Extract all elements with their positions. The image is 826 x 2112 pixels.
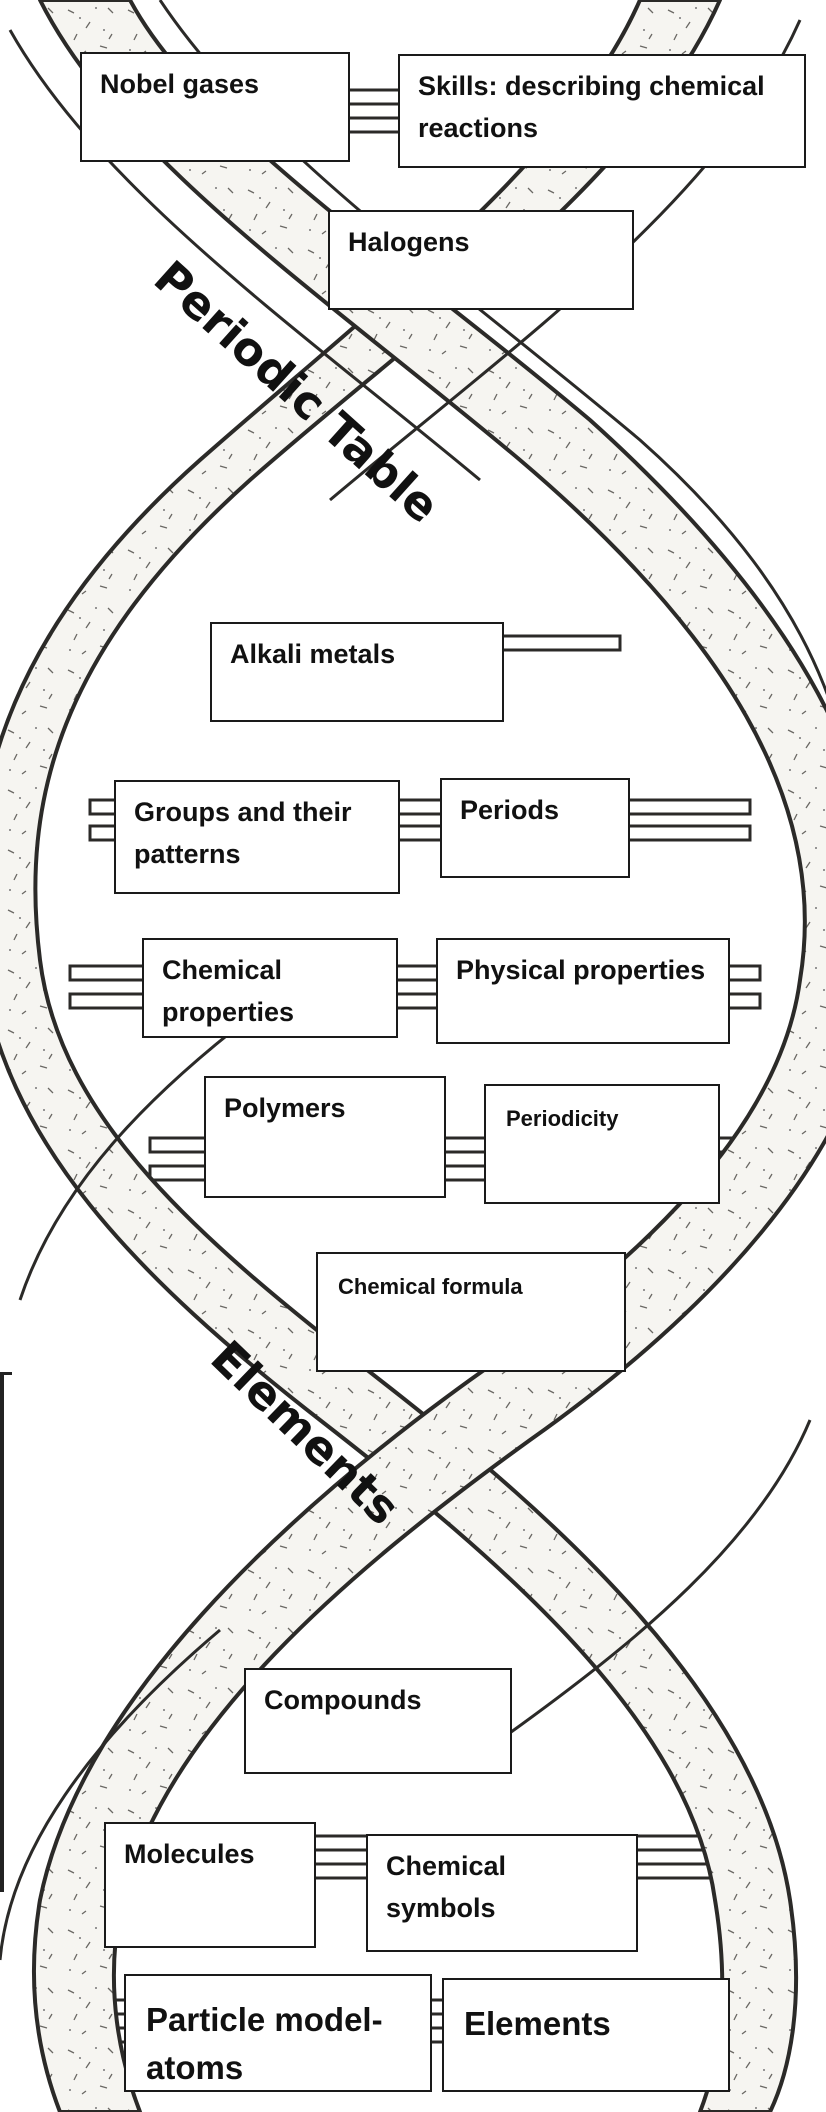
box-skills-describing-chemical-reactions: Skills: describing chemical reactions <box>398 54 806 168</box>
box-nobel-gases: Nobel gases <box>80 52 350 162</box>
box-chemical-properties: Chemical properties <box>142 938 398 1038</box>
box-molecules: Molecules <box>104 1822 316 1948</box>
box-periods: Periods <box>440 778 630 878</box>
box-physical-properties: Physical properties <box>436 938 730 1044</box>
box-periodicity: Periodicity <box>484 1084 720 1204</box>
box-groups-and-their-patterns: Groups and their patterns <box>114 780 400 894</box>
box-particle-model-atoms: Particle model- atoms <box>124 1974 432 2092</box>
box-chemical-symbols: Chemical symbols <box>366 1834 638 1952</box>
box-compounds: Compounds <box>244 1668 512 1774</box>
box-polymers: Polymers <box>204 1076 446 1198</box>
box-halogens: Halogens <box>328 210 634 310</box>
box-elements: Elements <box>442 1978 730 2092</box>
box-alkali-metals: Alkali metals <box>210 622 504 722</box>
left-edge-line <box>0 1372 4 1892</box>
left-edge-tick <box>0 1372 12 1375</box>
box-chemical-formula: Chemical formula <box>316 1252 626 1372</box>
